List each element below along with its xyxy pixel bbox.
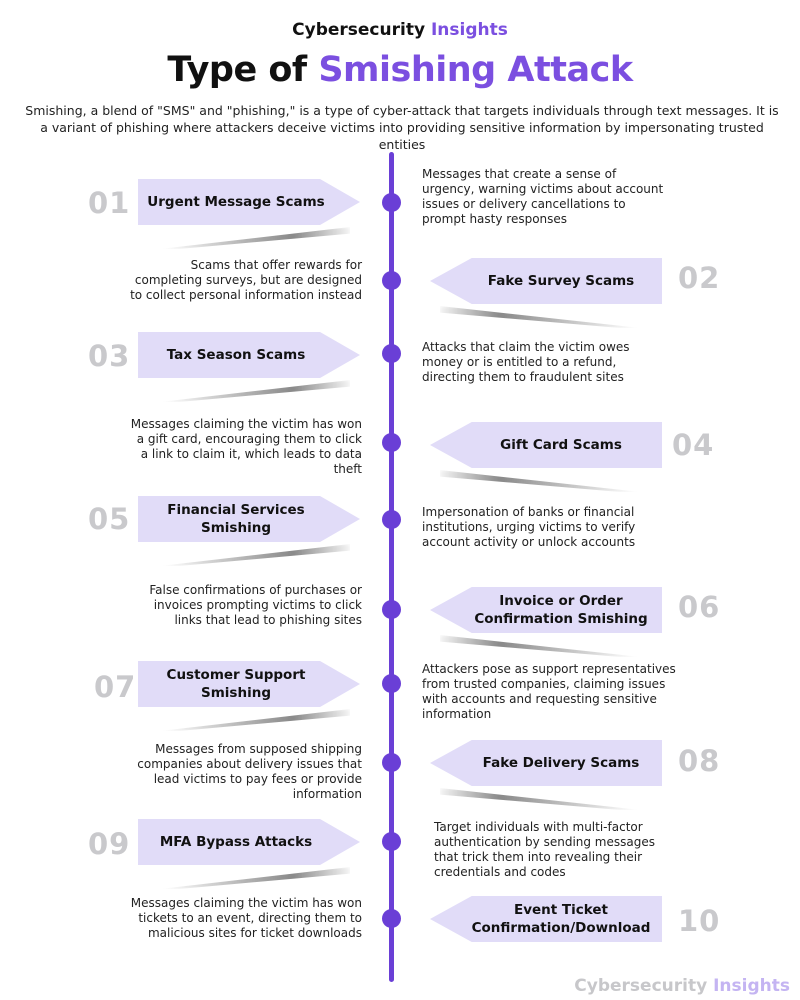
- attack-type-label: MFA Bypass Attacks: [138, 819, 360, 865]
- attack-description: Attacks that claim the victim owes money…: [422, 340, 630, 384]
- attack-type-label: Tax Season Scams: [138, 332, 360, 378]
- attack-description: Attackers pose as support representative…: [422, 662, 676, 721]
- timeline-dot: [382, 673, 401, 693]
- attack-description: Messages from supposed shipping companie…: [137, 742, 362, 801]
- attack-description: Messages claiming the victim has won a g…: [130, 417, 362, 476]
- arrow-shadow: [160, 867, 350, 889]
- timeline-dot: [382, 599, 401, 619]
- attack-type-label: Urgent Message Scams: [138, 179, 360, 225]
- attack-type-label: Fake Survey Scams: [430, 258, 662, 304]
- brand-header: Cybersecurity Insights: [0, 20, 800, 40]
- arrow-shadow: [440, 306, 640, 328]
- brand-footer-part1: Cybersecurity: [574, 976, 708, 996]
- arrow-shadow: [160, 227, 350, 249]
- timeline-line: [389, 152, 394, 982]
- timeline-dot: [382, 831, 401, 851]
- attack-description: False confirmations of purchases or invo…: [149, 583, 362, 627]
- timeline-dot: [382, 509, 401, 529]
- brand-part2: Insights: [430, 20, 508, 40]
- attack-description: Messages that create a sense of urgency,…: [422, 167, 664, 226]
- attack-description: Target individuals with multi-factor aut…: [434, 820, 655, 879]
- attack-type-label: Invoice or Order Confirmation Smishing: [430, 587, 662, 633]
- attack-type-label: Customer Support Smishing: [138, 661, 360, 707]
- intro-text: Smishing, a blend of "SMS" and "phishing…: [25, 103, 779, 152]
- attack-description: Messages claiming the victim has won tic…: [130, 896, 362, 940]
- arrow-shadow: [160, 709, 350, 731]
- attack-type-label: Gift Card Scams: [430, 422, 662, 468]
- item-number: 10: [678, 904, 721, 938]
- title-part2: Smishing Attack: [318, 50, 633, 90]
- page-title: Type of Smishing Attack: [0, 50, 800, 90]
- brand-footer-part2: Insights: [713, 976, 790, 996]
- arrow-shadow: [440, 470, 640, 492]
- arrow-shadow: [160, 380, 350, 402]
- attack-type-label: Fake Delivery Scams: [430, 740, 662, 786]
- attack-type-label: Financial Services Smishing: [138, 496, 360, 542]
- item-number: 06: [678, 590, 721, 624]
- item-number: 04: [672, 428, 715, 462]
- item-number: 09: [88, 827, 131, 861]
- item-number: 05: [88, 502, 131, 536]
- attack-description: Impersonation of banks or financial inst…: [422, 505, 636, 549]
- timeline-dot: [382, 908, 401, 928]
- item-number: 02: [678, 261, 721, 295]
- timeline-dot: [382, 432, 401, 452]
- brand-part1: Cybersecurity: [292, 20, 426, 40]
- item-number: 07: [94, 670, 137, 704]
- timeline-dot: [382, 343, 401, 363]
- timeline-dot: [382, 752, 401, 772]
- arrow-shadow: [440, 635, 640, 657]
- attack-description: Scams that offer rewards for completing …: [130, 258, 362, 302]
- brand-footer: Cybersecurity Insights: [574, 976, 790, 996]
- arrow-shadow: [160, 544, 350, 566]
- item-number: 03: [88, 339, 131, 373]
- title-part1: Type of: [167, 50, 307, 90]
- attack-type-label: Event Ticket Confirmation/Download: [430, 896, 662, 942]
- item-number: 08: [678, 744, 721, 778]
- timeline-dot: [382, 270, 401, 290]
- timeline-dot: [382, 192, 401, 212]
- arrow-shadow: [440, 788, 640, 810]
- item-number: 01: [88, 186, 131, 220]
